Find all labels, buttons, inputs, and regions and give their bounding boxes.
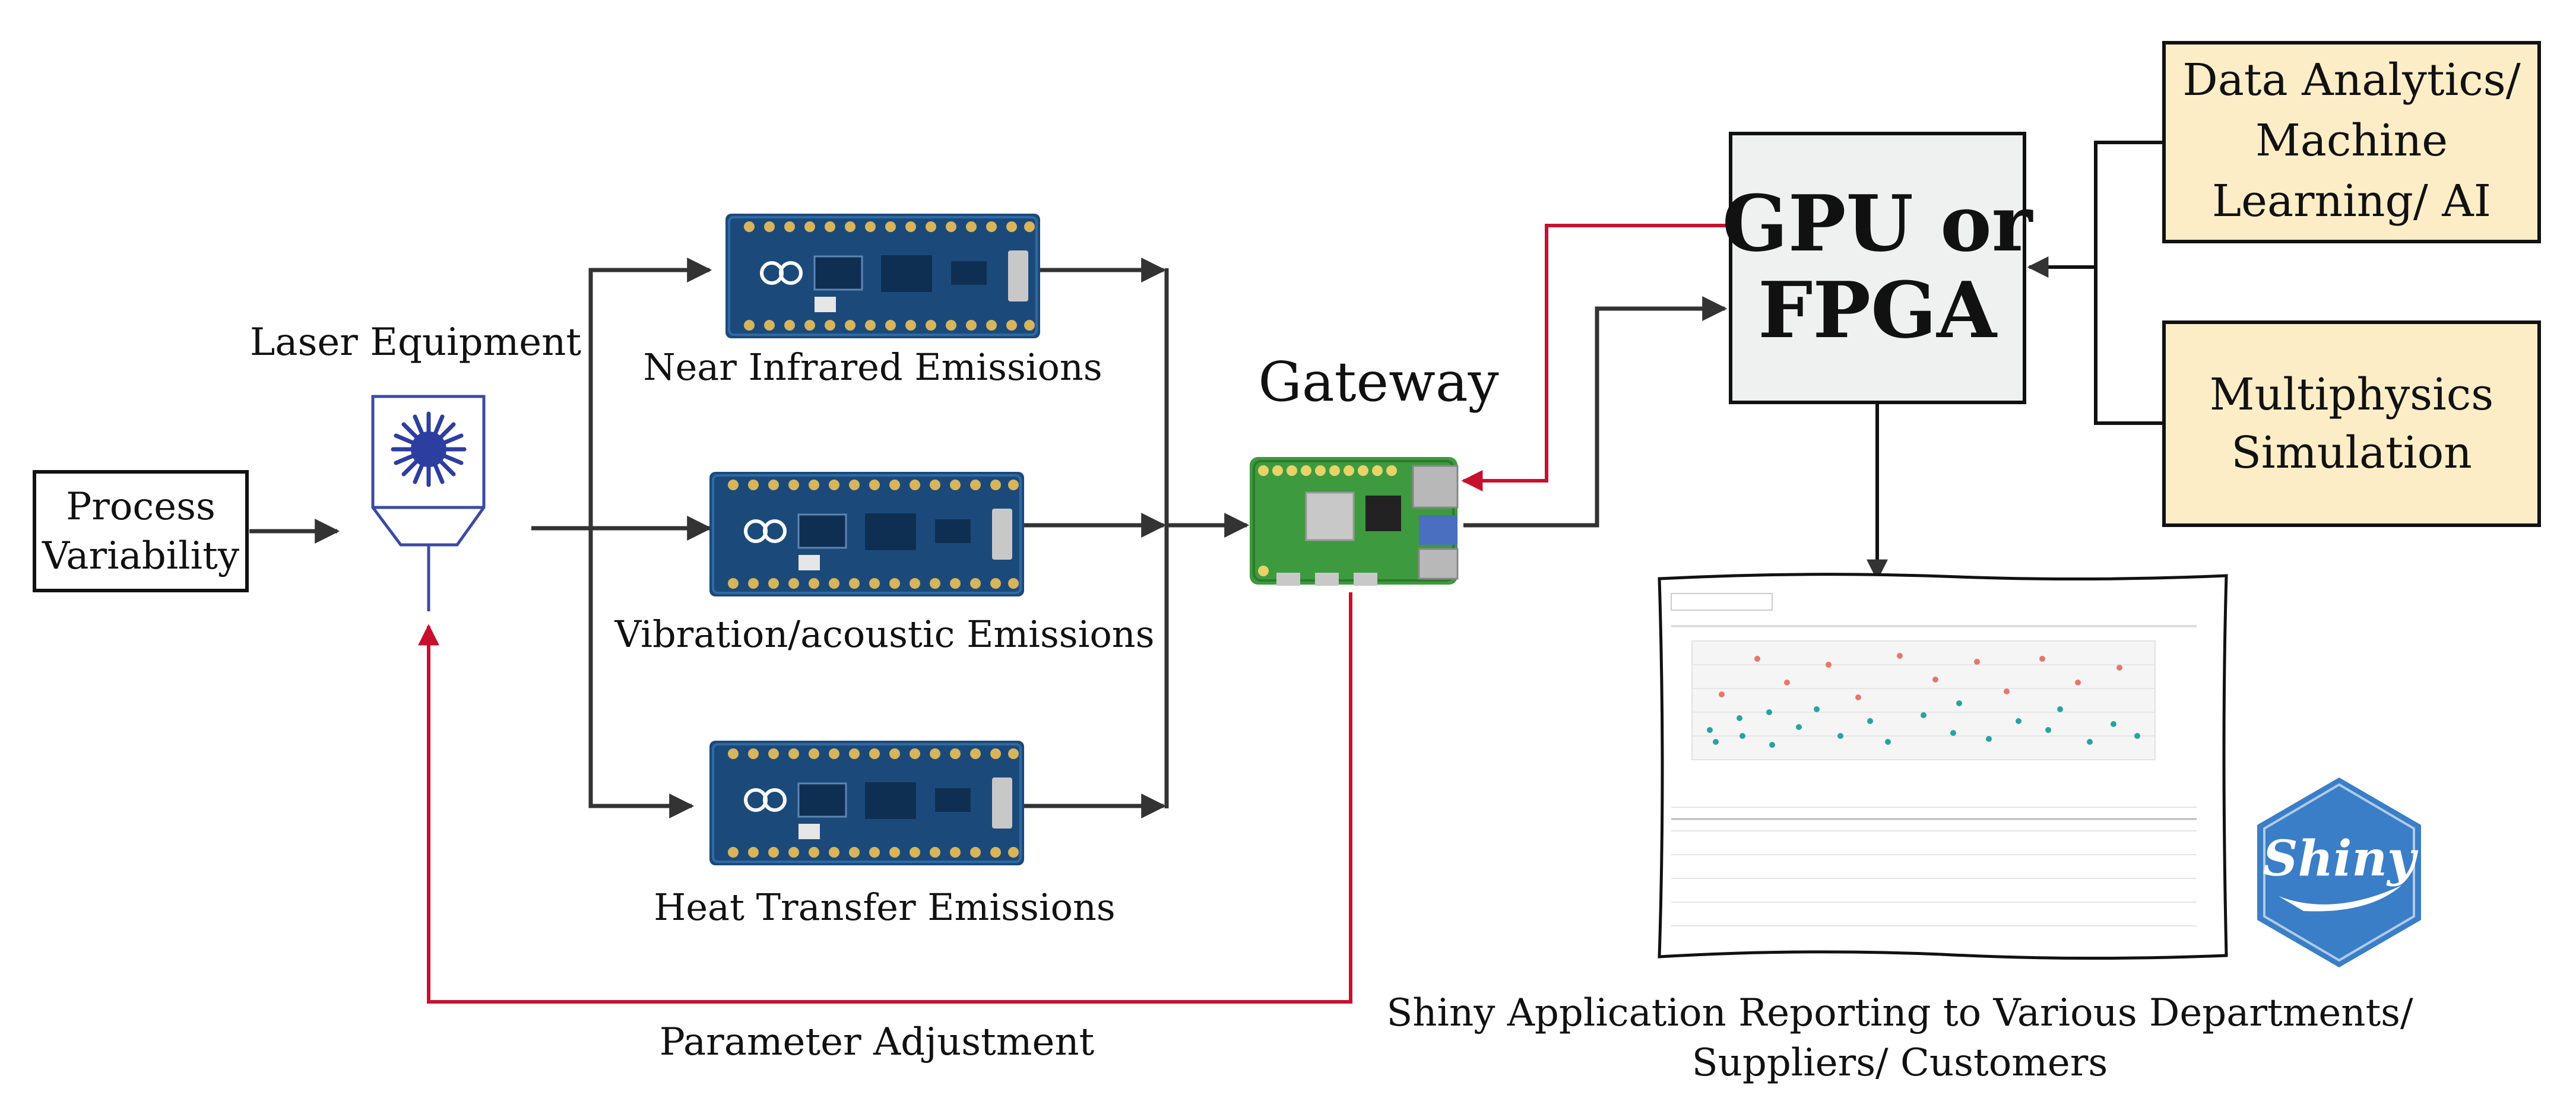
laser-to-sensors-connectors (531, 258, 712, 818)
data-analytics-line2: Machine (2255, 115, 2448, 166)
multiphysics-simulation-box: Multiphysics Simulation (2162, 320, 2541, 527)
sensor-label-vibration: Vibration/acoustic Emissions (614, 612, 1154, 656)
process-variability-box: Process Variability (33, 470, 249, 592)
sensor-board-heat (709, 741, 1024, 865)
data-analytics-line3: Learning/ AI (2212, 176, 2491, 227)
sensor-board-nir (725, 214, 1040, 338)
sensor-label-heat: Heat Transfer Emissions (654, 886, 1115, 929)
laser-burst-icon (391, 411, 467, 487)
gateway-label: Gateway (1258, 350, 1498, 414)
parameter-adjustment-label: Parameter Adjustment (660, 1020, 1095, 1064)
gpu-fpga-box: GPU or FPGA (1722, 132, 2033, 404)
sensors-to-gateway-connectors (1024, 258, 1250, 818)
laser-equipment-icon (371, 395, 486, 611)
parameter-adjustment-feedback-arrow (418, 592, 1352, 1004)
gpu-fpga-line2: FPGA (1758, 265, 1998, 356)
report-caption-line2: Suppliers/ Customers (1692, 1041, 2108, 1085)
process-variability-line2: Variability (42, 534, 239, 578)
data-analytics-box: Data Analytics/ Machine Learning/ AI (2162, 41, 2541, 243)
gateway-to-gpu-arrow (1463, 296, 1728, 528)
sensor-board-vibration (709, 472, 1024, 596)
shiny-logo-text: Shiny (2263, 830, 2419, 887)
gpu-to-gateway-feedback-arrow (1461, 224, 1731, 491)
side-boxes-to-gpu-connector (2027, 141, 2164, 425)
multiphysics-line1: Multiphysics (2210, 369, 2493, 420)
shiny-dashboard-screenshot (1658, 573, 2228, 960)
multiphysics-line2: Simulation (2231, 427, 2472, 478)
shiny-logo-icon: Shiny (2257, 777, 2421, 967)
report-caption-line1: Shiny Application Reporting to Various D… (1386, 991, 2413, 1035)
data-analytics-line1: Data Analytics/ (2182, 55, 2520, 106)
gpu-fpga-line1: GPU or (1722, 178, 2033, 269)
sensor-label-nir: Near Infrared Emissions (643, 345, 1102, 389)
laser-equipment-label: Laser Equipment (250, 320, 581, 364)
gateway-board-icon (1250, 457, 1459, 586)
process-variability-line1: Process (66, 485, 216, 529)
